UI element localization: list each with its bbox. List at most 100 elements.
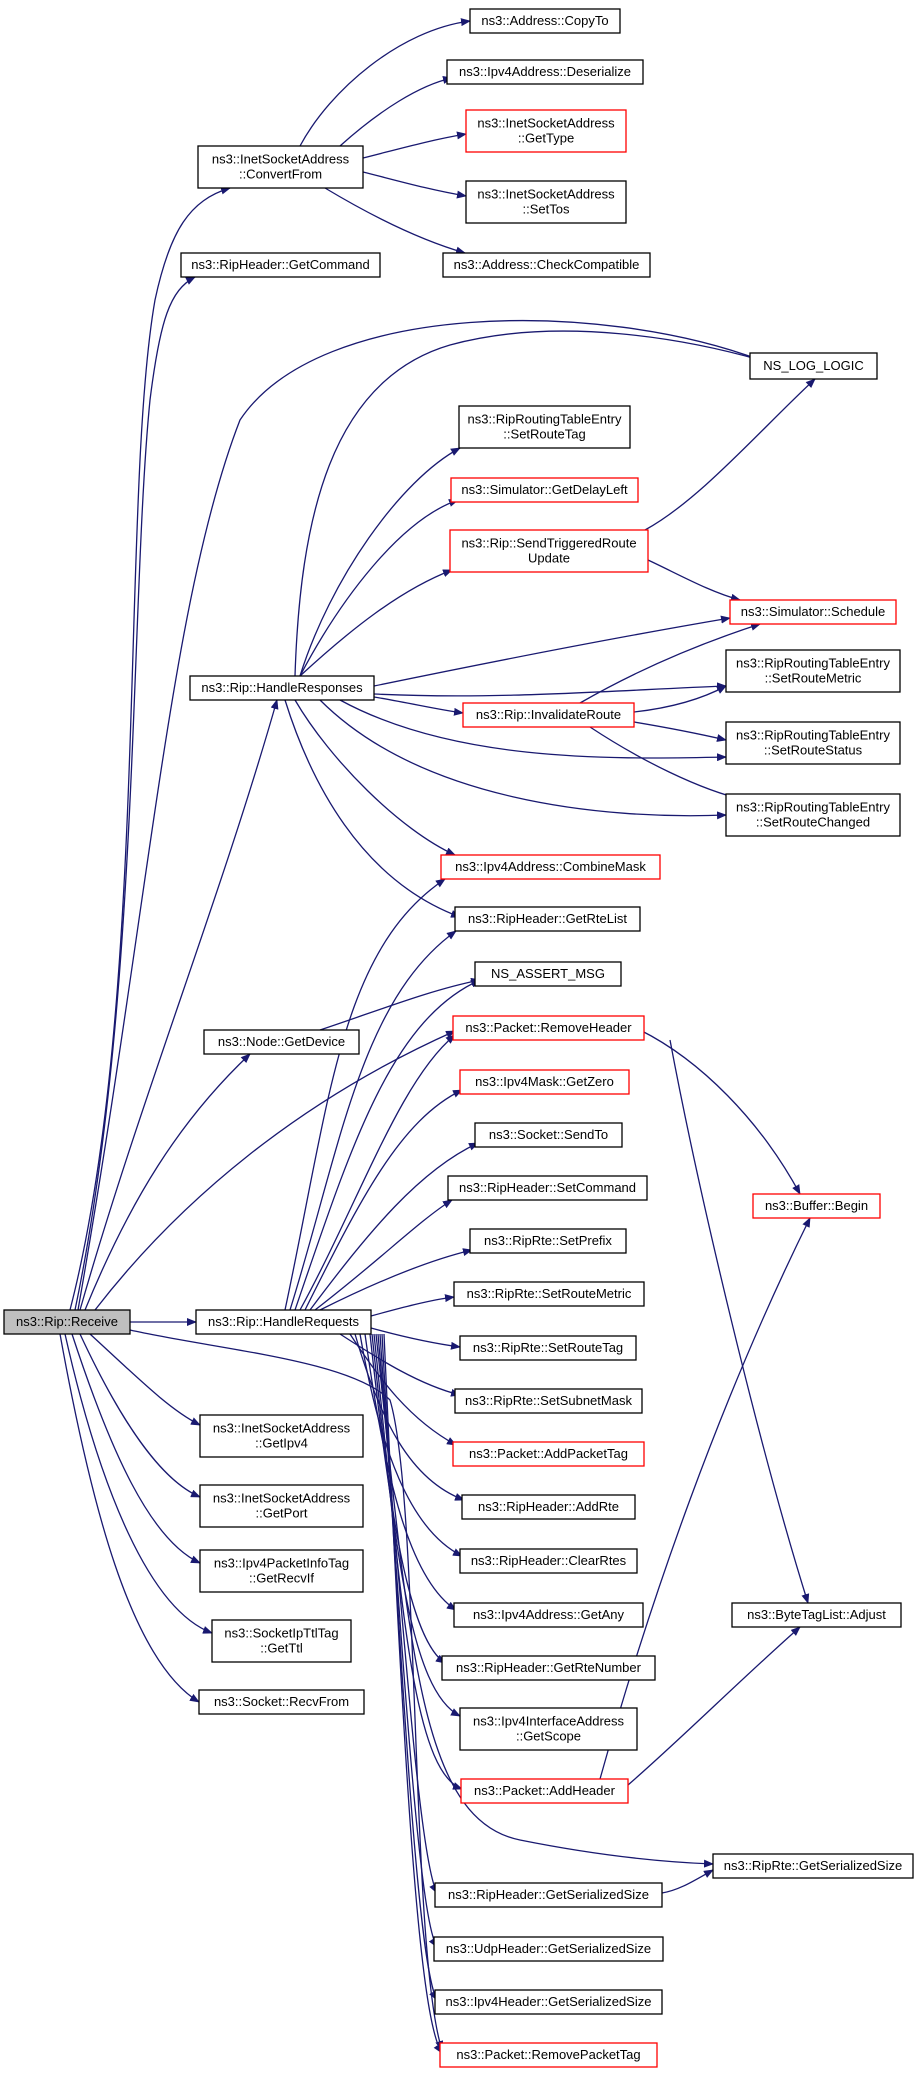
node-nsassert[interactable]: NS_ASSERT_MSG [474,961,622,987]
node-settos[interactable]: ns3::InetSocketAddress::SetTos [465,180,627,224]
edge-invalidateroute-to-setroutemetric-entry [633,685,727,713]
node-gettype[interactable]: ns3::InetSocketAddress::GetType [465,109,627,153]
node-setroutestatus[interactable]: ns3::RipRoutingTableEntry::SetRouteStatu… [725,721,901,765]
node-addheader[interactable]: ns3::Packet::AddHeader [460,1778,629,1804]
node-setprefix[interactable]: ns3::RipRte::SetPrefix [469,1228,627,1254]
node-combinemask[interactable]: ns3::Ipv4Address::CombineMask [440,854,661,880]
node-getttl[interactable]: ns3::SocketIpTtlTag::GetTtl [211,1619,352,1663]
edge-invalidateroute-to-setroutestatus [633,721,727,742]
node-removepackettag[interactable]: ns3::Packet::RemovePacketTag [439,2042,658,2068]
node-label: ns3::Rip::HandleResponses [201,680,363,695]
node-nslog[interactable]: NS_LOG_LOGIC [749,352,878,380]
node-checkcompatible[interactable]: ns3::Address::CheckCompatible [442,252,651,278]
node-label: Update [528,551,570,566]
edge-rip-receive-to-getdevice [84,1053,251,1311]
node-adjust[interactable]: ns3::ByteTagList::Adjust [731,1602,902,1628]
node-getrtenumber[interactable]: ns3::RipHeader::GetRteNumber [441,1655,656,1681]
node-getany[interactable]: ns3::Ipv4Address::GetAny [453,1602,644,1628]
node-box [460,1778,629,1804]
edge-handleresponses-to-schedule [373,615,731,687]
edge-handlerequests-to-clearrtes [359,1333,463,1557]
edge-getdevice-to-nsassert [319,977,481,1031]
edge-handleresponses-to-getrtelist [284,699,461,918]
node-label: ns3::RipRte::SetRouteTag [473,1340,623,1355]
edge-handlerequests-to-removepackettag [383,1333,443,2054]
node-box [441,1655,656,1681]
node-setsubnetmask[interactable]: ns3::RipRte::SetSubnetMask [454,1388,643,1414]
node-udpheader-getserializedsize[interactable]: ns3::UdpHeader::GetSerializedSize [433,1936,664,1962]
node-getrecvif[interactable]: ns3::Ipv4PacketInfoTag::GetRecvIf [199,1549,364,1593]
node-label: NS_ASSERT_MSG [491,966,605,981]
edge-sendtriggered-to-nslog [644,378,816,531]
node-box [752,1193,881,1219]
edge-handlerequests-to-getzero [304,1089,463,1311]
node-ripheader-getserializedsize[interactable]: ns3::RipHeader::GetSerializedSize [434,1882,663,1908]
node-convertfrom[interactable]: ns3::InetSocketAddress::ConvertFrom [197,145,364,189]
node-label: ns3::Rip::SendTriggeredRoute [461,536,636,551]
node-addrte[interactable]: ns3::RipHeader::AddRte [461,1494,636,1520]
node-deserialize[interactable]: ns3::Ipv4Address::Deserialize [446,59,644,85]
node-setroutemetric-entry[interactable]: ns3::RipRoutingTableEntry::SetRouteMetri… [725,649,901,693]
node-getport[interactable]: ns3::InetSocketAddress::GetPort [199,1484,364,1528]
edge-handleresponses-to-getdelayleft [299,499,459,677]
node-setroutetag-entry[interactable]: ns3::RipRoutingTableEntry::SetRouteTag [458,405,631,449]
edge-rip-receive-to-getcommand [74,276,196,1311]
edge-handlerequests-to-removeheader [299,1034,456,1311]
node-box [199,1549,364,1593]
node-rip-receive[interactable]: ns3::Rip::Receive [3,1309,131,1335]
node-setroutemetric-rte[interactable]: ns3::RipRte::SetRouteMetric [453,1281,645,1307]
node-handlerequests[interactable]: ns3::Rip::HandleRequests [195,1309,372,1335]
edge-convertfrom-to-gettype [362,131,467,159]
node-getzero[interactable]: ns3::Ipv4Mask::GetZero [459,1069,630,1095]
node-label: ns3::SocketIpTtlTag [224,1626,338,1641]
node-getcommand[interactable]: ns3::RipHeader::GetCommand [180,252,381,278]
edge-handlerequests-to-setroutetag-rte [370,1327,461,1350]
node-schedule[interactable]: ns3::Simulator::Schedule [729,599,897,625]
node-box [453,1602,644,1628]
edges-layer [59,18,816,2054]
node-label: ns3::Buffer::Begin [765,1198,868,1213]
node-getdelayleft[interactable]: ns3::Simulator::GetDelayLeft [450,477,639,503]
node-setcommand[interactable]: ns3::RipHeader::SetCommand [447,1175,648,1201]
edge-handlerequests-to-setprefix [319,1248,473,1311]
node-getrtelist[interactable]: ns3::RipHeader::GetRteList [454,906,641,932]
edge-invalidateroute-to-schedule [579,622,761,704]
node-invalidateroute[interactable]: ns3::Rip::InvalidateRoute [462,702,635,728]
node-ipv4header-getserializedsize[interactable]: ns3::Ipv4Header::GetSerializedSize [434,1989,663,2015]
node-setroutechanged[interactable]: ns3::RipRoutingTableEntry::SetRouteChang… [725,793,901,837]
node-label: ns3::Packet::AddHeader [474,1783,616,1798]
node-label: ns3::Ipv4Mask::GetZero [475,1074,614,1089]
edge-rip-receive-to-recvfrom [59,1333,200,1703]
node-label: ns3::RipRoutingTableEntry [736,656,890,671]
edge-rip-receive-to-removeheader [94,1030,456,1311]
node-label: ns3::RipRte::GetSerializedSize [724,1858,902,1873]
node-box [454,1388,643,1414]
node-recvfrom[interactable]: ns3::Socket::RecvFrom [198,1689,365,1715]
node-sendto[interactable]: ns3::Socket::SendTo [474,1122,623,1148]
node-bufferbegin[interactable]: ns3::Buffer::Begin [752,1193,881,1219]
node-box [454,906,641,932]
node-box [725,721,901,765]
node-box [189,675,375,701]
node-copyto[interactable]: ns3::Address::CopyTo [469,8,621,34]
node-removeheader[interactable]: ns3::Packet::RemoveHeader [452,1015,645,1041]
node-label: ns3::RipRoutingTableEntry [736,728,890,743]
node-getipv4[interactable]: ns3::InetSocketAddress::GetIpv4 [199,1414,364,1458]
node-clearrtes[interactable]: ns3::RipHeader::ClearRtes [459,1548,638,1574]
node-label: ::GetType [518,131,574,146]
node-getdevice[interactable]: ns3::Node::GetDevice [203,1029,360,1055]
node-box [449,529,649,573]
node-handleresponses[interactable]: ns3::Rip::HandleResponses [189,675,375,701]
node-label: ns3::Ipv4Address::Deserialize [459,64,631,79]
node-box [180,252,381,278]
node-rte-getserializedsize[interactable]: ns3::RipRte::GetSerializedSize [712,1853,914,1879]
node-addpackettag[interactable]: ns3::Packet::AddPacketTag [452,1441,645,1467]
node-label: ns3::RipRoutingTableEntry [468,412,622,427]
node-box [469,1228,627,1254]
node-setroutetag-rte[interactable]: ns3::RipRte::SetRouteTag [459,1335,637,1361]
node-box [459,1548,638,1574]
node-box [442,252,651,278]
node-getscope[interactable]: ns3::Ipv4InterfaceAddress::GetScope [459,1707,638,1751]
edge-handlerequests-to-nsassert [294,979,481,1311]
